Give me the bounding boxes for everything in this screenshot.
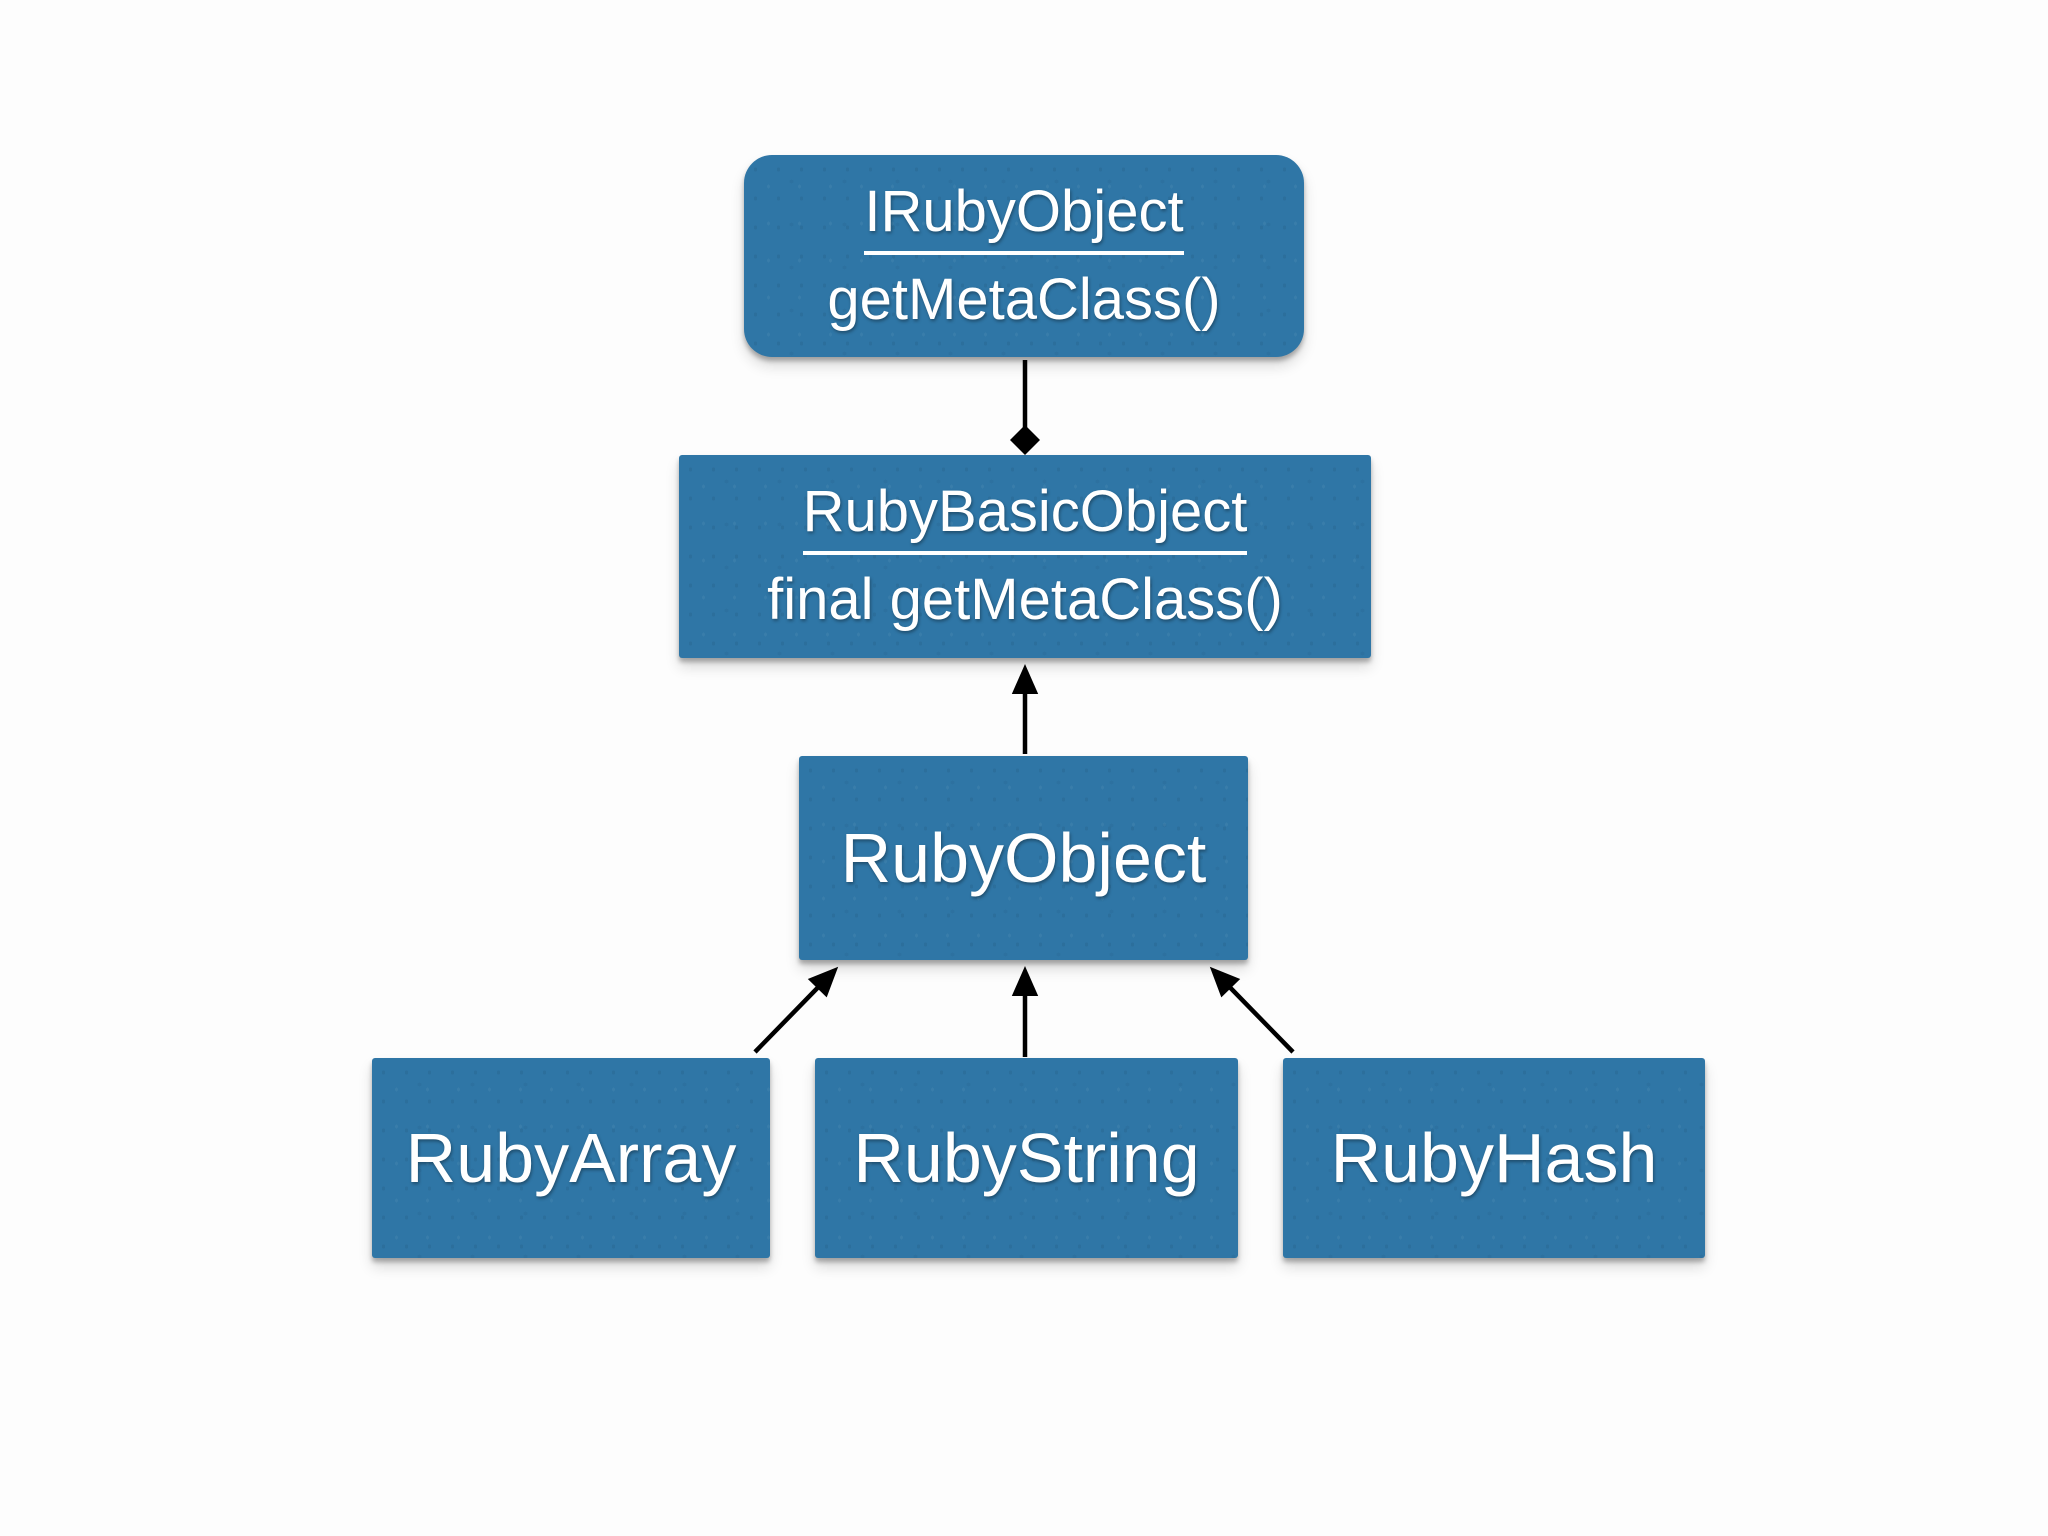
- node-rubyobject-title: RubyObject: [840, 818, 1207, 897]
- node-rubyhash: RubyHash: [1283, 1058, 1705, 1258]
- node-rubybasicobject-subtitle: final getMetaClass(): [767, 567, 1283, 632]
- node-rubystring-title: RubyString: [853, 1118, 1200, 1197]
- node-rubyarray-title: RubyArray: [405, 1118, 737, 1197]
- node-irubyobject-title: IRubyObject: [864, 179, 1184, 255]
- edge-rubyarray-to-rubyobject: [753, 966, 839, 1054]
- node-rubystring: RubyString: [815, 1058, 1238, 1258]
- node-rubyhash-title: RubyHash: [1330, 1118, 1658, 1197]
- node-irubyobject-subtitle: getMetaClass(): [827, 266, 1221, 332]
- node-rubybasicobject: RubyBasicObject final getMetaClass(): [679, 455, 1371, 658]
- node-rubybasicobject-title: RubyBasicObject: [802, 479, 1248, 555]
- node-irubyobject: IRubyObject getMetaClass(): [744, 155, 1304, 357]
- node-rubyobject: RubyObject: [799, 756, 1248, 960]
- node-rubyarray: RubyArray: [372, 1058, 770, 1258]
- edge-rubyhash-to-rubyobject: [1209, 966, 1295, 1054]
